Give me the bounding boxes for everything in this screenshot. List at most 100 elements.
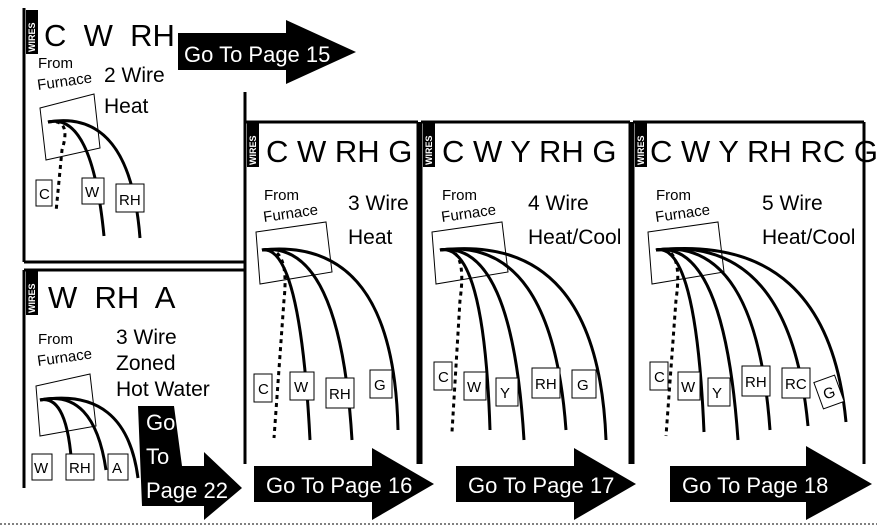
wire-count-label: 4 Wire <box>528 192 589 215</box>
system-type-label: Heat/Cool <box>528 226 621 249</box>
wire-g <box>261 247 400 431</box>
panel-title: C W Y RH RC G <box>650 134 877 169</box>
wire-c-dashed <box>47 120 67 213</box>
system-type-label: Heat/Cool <box>762 226 855 249</box>
terminal-y <box>495 377 519 407</box>
wire-g <box>439 247 608 441</box>
panel-title: C W RH G <box>266 134 412 169</box>
terminal-c-label: C <box>654 369 665 386</box>
panel-3-wire-heat: WIRES C W RH G From Furnace 3 Wire Heat … <box>243 92 420 464</box>
from-label-line2: Furnace <box>654 201 711 225</box>
terminal-g-label: G <box>374 377 386 394</box>
terminal-rh <box>65 453 95 481</box>
terminal-w <box>677 371 701 401</box>
wires-tab-label: WIRES <box>424 135 434 165</box>
wire-c-dashed <box>439 247 464 433</box>
panel-title: C W Y RH G <box>442 134 617 169</box>
wire-g <box>655 247 848 423</box>
arrow-label: Go To Page 18 <box>682 473 828 498</box>
from-label-line2: Furnace <box>36 345 93 369</box>
system-type-label: Heat <box>348 226 393 249</box>
terminal-c <box>433 361 453 391</box>
furnace-box <box>431 221 509 285</box>
arrow-label: Go To Page 16 <box>266 473 412 498</box>
arrow-label-line3: Page 22 <box>146 478 228 503</box>
system-type-label: Heat <box>104 95 149 118</box>
terminal-rh <box>115 183 145 213</box>
terminal-g-label: G <box>577 377 589 394</box>
arrow-label: Go To Page 17 <box>468 473 614 498</box>
from-label-line2: Furnace <box>440 201 497 225</box>
terminal-y <box>707 377 731 407</box>
terminal-y-label: Y <box>500 385 510 402</box>
go-to-page-18-arrow[interactable]: Go To Page 18 <box>670 446 872 520</box>
terminal-c-label: C <box>438 369 449 386</box>
wire-c-dashed <box>261 247 287 439</box>
from-label-line1: From <box>656 187 691 204</box>
go-to-page-16-arrow[interactable]: Go To Page 16 <box>254 448 434 520</box>
arrow-label-line1: Go <box>146 410 175 435</box>
terminal-a-label: A <box>112 460 122 477</box>
wires-tab-label: WIRES <box>27 283 37 313</box>
go-to-page-22-arrow[interactable]: Go To Page 22 <box>138 406 242 520</box>
wire-count-label: 3 Wire <box>348 192 409 215</box>
from-label-line1: From <box>442 187 477 204</box>
arrow-label-line2: To <box>146 444 169 469</box>
arrow-label: Go To Page 15 <box>184 42 330 67</box>
go-to-page-17-arrow[interactable]: Go To Page 17 <box>456 448 636 520</box>
terminal-rh-label: RH <box>69 460 91 477</box>
terminal-c <box>649 361 669 391</box>
terminal-g-label: G <box>821 383 838 403</box>
terminal-c-label: C <box>39 186 50 203</box>
wire-count-label: 3 Wire <box>116 326 177 349</box>
panel-5-wire-heat-cool: WIRES C W Y RH RC G From Furnace 5 Wire … <box>631 120 877 464</box>
terminal-y-label: Y <box>712 385 722 402</box>
zoned-label: Zoned <box>116 352 176 375</box>
wire-a <box>39 396 140 479</box>
from-label-line2: Furnace <box>36 69 93 93</box>
panel-title: W RH A <box>48 280 176 315</box>
terminal-c-label: C <box>258 381 269 398</box>
from-label-line1: From <box>38 55 73 72</box>
wire-count-label: 2 Wire <box>104 64 165 87</box>
furnace-box <box>255 221 333 285</box>
go-to-page-15-arrow[interactable]: Go To Page 15 <box>178 20 356 84</box>
terminal-w <box>31 453 53 481</box>
terminal-rc-label: RC <box>785 376 807 393</box>
hot-water-label: Hot Water <box>116 378 210 401</box>
panel-4-wire-heat-cool: WIRES C W Y RH G From Furnace 4 Wire Hea… <box>419 120 632 464</box>
wires-tab-label: WIRES <box>248 135 258 165</box>
panel-2-wire-heat: WIRES C W RH From Furnace 2 Wire Heat C … <box>22 8 246 264</box>
terminal-w-label: W <box>294 379 309 396</box>
panel-title: C W RH <box>44 18 175 53</box>
terminal-rh-label: RH <box>745 374 767 391</box>
terminal-w <box>81 177 105 205</box>
furnace-box <box>35 373 97 437</box>
terminal-w <box>289 371 315 401</box>
panel-3-wire-zoned-hot-water: WIRES W RH A From Furnace 3 Wire Zoned H… <box>22 268 246 488</box>
terminal-c <box>253 373 273 403</box>
wire-y <box>439 248 526 441</box>
from-label-line1: From <box>38 331 73 348</box>
terminal-g <box>571 369 597 399</box>
terminal-a <box>107 453 129 481</box>
wire-y <box>655 248 740 441</box>
terminal-rh-label: RH <box>329 386 351 403</box>
terminal-c <box>35 179 53 207</box>
from-label-line1: From <box>264 187 299 204</box>
furnace-box <box>39 93 101 161</box>
terminal-rc <box>781 367 811 399</box>
wire-c-dashed <box>655 247 680 437</box>
wires-tab-label: WIRES <box>27 22 37 52</box>
wires-tab-label: WIRES <box>636 135 646 165</box>
wire-count-label: 5 Wire <box>762 192 823 215</box>
terminal-rh <box>531 367 561 399</box>
terminal-w-label: W <box>85 184 100 201</box>
terminal-w-label: W <box>34 460 49 477</box>
terminal-w-label: W <box>467 379 482 396</box>
terminal-w-label: W <box>681 379 696 396</box>
terminal-rh <box>325 377 355 409</box>
terminal-rh-label: RH <box>119 192 141 209</box>
terminal-g <box>813 374 845 410</box>
